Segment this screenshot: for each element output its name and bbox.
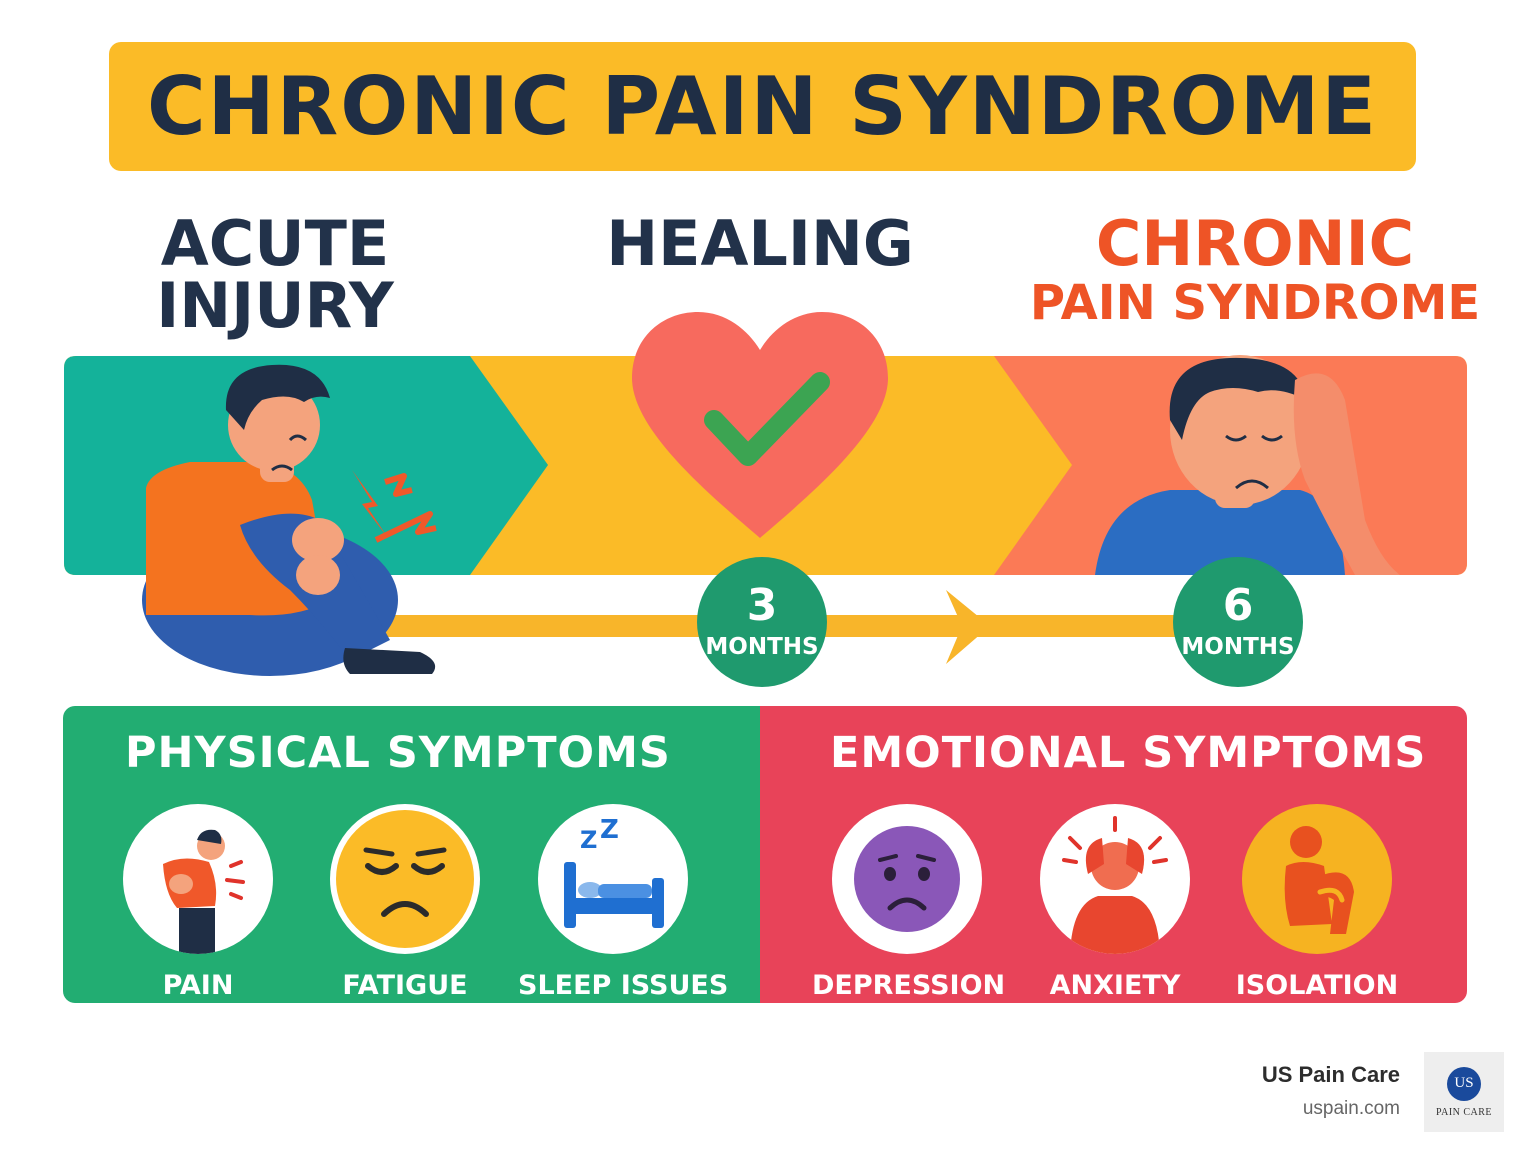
timeline-badge-6-months: 6 MONTHS <box>1173 557 1303 687</box>
stage-chronic-line2: PAIN SYNDROME <box>1029 275 1481 331</box>
stage-chronic-line1: CHRONIC <box>1095 207 1415 280</box>
badge-unit: MONTHS <box>705 634 819 660</box>
svg-text:Z: Z <box>580 826 597 854</box>
badge-value: 6 <box>1222 580 1254 631</box>
logo-caption: PAIN CARE <box>1435 1106 1493 1118</box>
symptom-label: PAIN <box>162 970 234 1001</box>
sad-face-icon <box>832 804 982 954</box>
symptom-label: ISOLATION <box>1235 970 1399 1001</box>
symptom-label: ANXIETY <box>1049 970 1181 1001</box>
stage-label-acute-injury: ACUTE INJURY <box>140 213 410 337</box>
svg-text:Z: Z <box>600 815 619 845</box>
physical-symptoms-title: PHYSICAL SYMPTOMS <box>125 728 671 778</box>
logo-mark: US <box>1447 1066 1481 1101</box>
physical-symptoms-panel: PHYSICAL SYMPTOMS PAIN FATIGUE <box>63 706 760 1003</box>
stage-label-healing: HEALING <box>606 207 914 280</box>
timeline-graphic <box>64 312 1467 676</box>
injured-person-icon <box>142 364 437 676</box>
hugging-knees-person-icon <box>1242 804 1392 954</box>
brand-block: US Pain Care uspain.com <box>1200 1062 1400 1120</box>
stage-acute-line1: ACUTE <box>160 207 390 280</box>
symptom-pain: PAIN <box>103 804 293 1001</box>
bed-zzz-icon: Z Z <box>538 804 688 954</box>
title-banner: CHRONIC PAIN SYNDROME <box>109 42 1416 171</box>
symptom-label: FATIGUE <box>342 970 468 1001</box>
page-title: CHRONIC PAIN SYNDROME <box>146 60 1379 153</box>
stage-acute-line2: INJURY <box>156 269 394 342</box>
symptom-fatigue: FATIGUE <box>310 804 500 1001</box>
heart-check-icon <box>632 312 888 538</box>
badge-unit: MONTHS <box>1181 634 1295 660</box>
symptom-isolation: ISOLATION <box>1222 804 1412 1001</box>
person-holding-side-pain-icon <box>123 804 273 954</box>
brand-name: US Pain Care <box>1261 1062 1400 1087</box>
symptom-depression: DEPRESSION <box>812 804 1006 1001</box>
stage-label-chronic: CHRONIC PAIN SYNDROME <box>1010 207 1500 331</box>
emotional-symptoms-title: EMOTIONAL SYMPTOMS <box>830 728 1427 778</box>
symptom-label: SLEEP ISSUES <box>518 970 729 1001</box>
timeline-badge-3-months: 3 MONTHS <box>697 557 827 687</box>
symptom-label: DEPRESSION <box>812 970 1006 1001</box>
emotional-symptoms-panel: EMOTIONAL SYMPTOMS DEPRESSION ANXIETY <box>760 706 1467 1003</box>
badge-value: 3 <box>746 580 778 631</box>
brand-url[interactable]: uspain.com <box>1302 1098 1400 1119</box>
symptom-anxiety: ANXIETY <box>1020 804 1210 1001</box>
tired-face-icon <box>330 804 480 954</box>
brand-logo: US PAIN CARE <box>1424 1052 1504 1132</box>
symptom-sleep-issues: Z Z SLEEP ISSUES <box>518 804 729 1001</box>
distressed-person-icon <box>1095 355 1400 575</box>
anxious-person-icon <box>1040 804 1190 954</box>
